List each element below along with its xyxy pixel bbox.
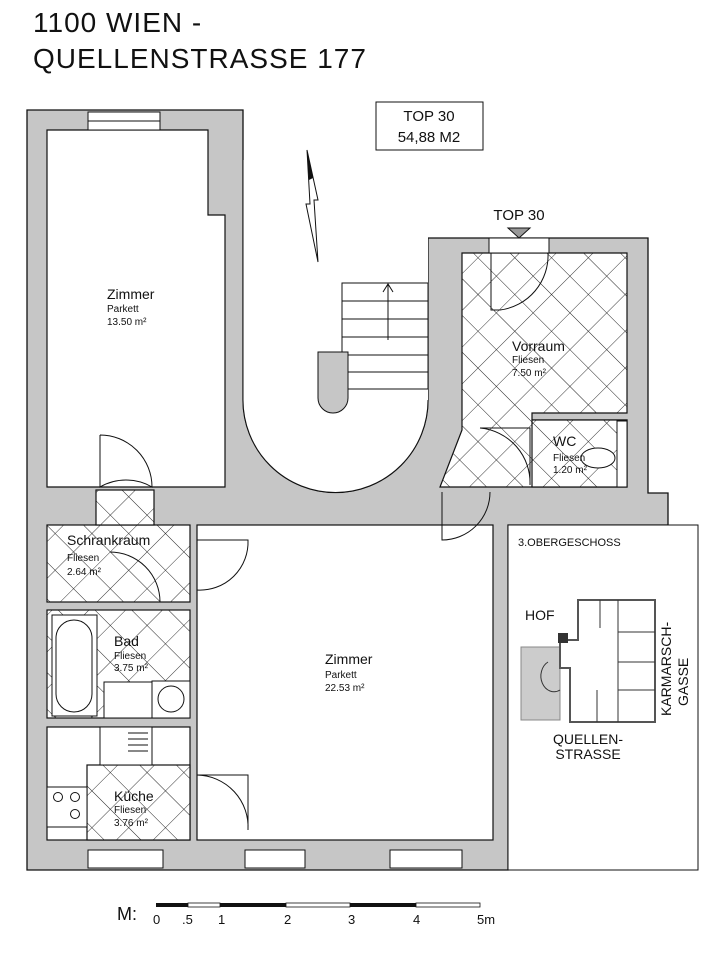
- label-bad: Bad Fliesen 3.75 m²: [114, 633, 149, 674]
- key-plan-courtyard: HOF: [525, 607, 555, 623]
- title-line-2: QUELLENSTRASSE 177: [33, 43, 367, 74]
- svg-text:2.64 m²: 2.64 m²: [67, 567, 102, 578]
- key-plan-street-bottom-1: QUELLEN-: [553, 731, 623, 747]
- svg-text:13.50 m²: 13.50 m²: [107, 317, 147, 328]
- key-plan-street-side-2: GASSE: [675, 658, 691, 706]
- svg-text:Vorraum: Vorraum: [512, 338, 565, 354]
- key-plan: 3.OBERGESCHOSS HOF KARMARSCH- GASSE QUEL…: [507, 524, 699, 871]
- unit-number: TOP 30: [403, 108, 454, 125]
- scale-tick: 5m: [477, 912, 495, 927]
- key-plan-floor: 3.OBERGESCHOSS: [518, 537, 621, 549]
- svg-text:1.20 m²: 1.20 m²: [553, 465, 588, 476]
- scale-tick: 0: [153, 912, 160, 927]
- svg-text:Fliesen: Fliesen: [67, 553, 99, 564]
- room-zimmer-lower: [196, 524, 494, 841]
- entrance-marker-icon: [506, 227, 532, 239]
- scale-prefix: M:: [117, 904, 137, 924]
- svg-text:Bad: Bad: [114, 633, 139, 649]
- svg-text:Fliesen: Fliesen: [553, 453, 585, 464]
- scale-tick: 3: [348, 912, 355, 927]
- toilet-icon: [580, 447, 616, 469]
- svg-text:7.50 m²: 7.50 m²: [512, 368, 547, 379]
- title-line-1: 1100 WIEN -: [33, 7, 202, 38]
- svg-text:Parkett: Parkett: [325, 670, 357, 681]
- svg-text:Fliesen: Fliesen: [114, 805, 146, 816]
- north-arrow-icon: [305, 149, 319, 263]
- label-schrankraum: Schrankraum Fliesen 2.64 m²: [67, 532, 150, 578]
- unit-area: 54,88 M2: [398, 129, 461, 146]
- label-zimmer-lower: Zimmer Parkett 22.53 m²: [325, 651, 373, 694]
- entrance-label: TOP 30: [493, 207, 544, 224]
- svg-text:Schrankraum: Schrankraum: [67, 532, 150, 548]
- svg-text:3.76 m²: 3.76 m²: [114, 818, 149, 829]
- key-plan-street-side-1: KARMARSCH-: [658, 622, 674, 716]
- stove-icon: [46, 786, 88, 828]
- room-schrankraum: [46, 524, 191, 603]
- svg-text:Küche: Küche: [114, 788, 154, 804]
- key-plan-building: [520, 599, 656, 723]
- label-zimmer-upper: Zimmer Parkett 13.50 m²: [107, 286, 155, 328]
- svg-text:Fliesen: Fliesen: [114, 651, 146, 662]
- svg-text:WC: WC: [553, 433, 576, 449]
- scale-bar: M: 0 .5 1 2 3 4 5m: [117, 902, 495, 927]
- svg-text:3.75 m²: 3.75 m²: [114, 663, 149, 674]
- scale-tick: .5: [182, 912, 193, 927]
- sink-icon: [103, 681, 153, 719]
- svg-text:22.53 m²: 22.53 m²: [325, 683, 365, 694]
- key-plan-street-bottom-2: STRASSE: [555, 746, 620, 762]
- label-wc: WC Fliesen 1.20 m²: [553, 433, 588, 476]
- scale-tick: 2: [284, 912, 291, 927]
- scale-tick: 1: [218, 912, 225, 927]
- label-kueche: Küche Fliesen 3.76 m²: [114, 788, 154, 829]
- svg-text:Fliesen: Fliesen: [512, 355, 544, 366]
- label-vorraum: Vorraum Fliesen 7.50 m²: [512, 338, 565, 379]
- scale-tick: 4: [413, 912, 420, 927]
- svg-text:Zimmer: Zimmer: [325, 651, 373, 667]
- room-zimmer-upper: [46, 129, 226, 488]
- unit-box: TOP 30 54,88 M2: [375, 101, 484, 151]
- entrance-door[interactable]: [488, 237, 550, 254]
- svg-text:Parkett: Parkett: [107, 304, 139, 315]
- staircase: [317, 282, 429, 414]
- svg-text:Zimmer: Zimmer: [107, 286, 155, 302]
